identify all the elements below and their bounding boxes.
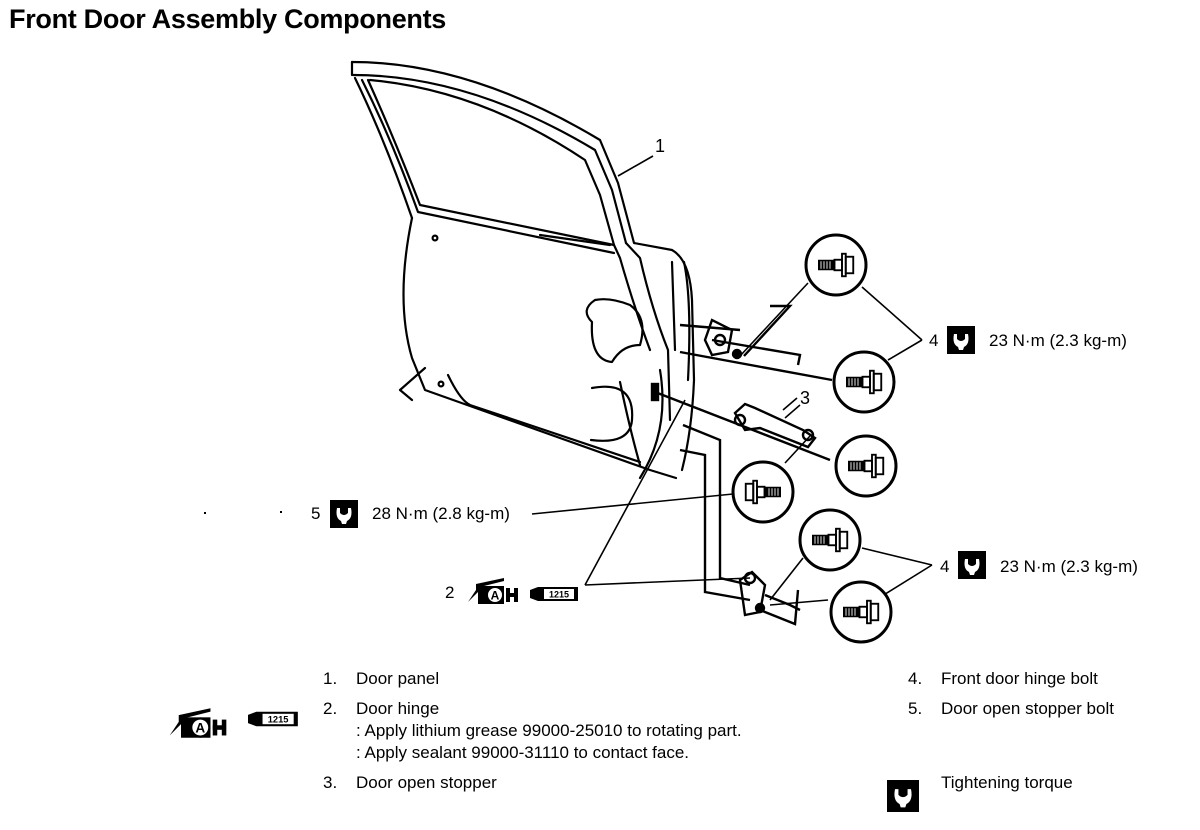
leader-2-lower-hinge bbox=[584, 577, 751, 586]
legend-number: 3. bbox=[323, 773, 338, 792]
wrench-torque-icon bbox=[958, 551, 986, 579]
callout-4-lower-number: 4 bbox=[940, 557, 950, 576]
legend-label: Door hinge bbox=[356, 699, 440, 718]
legend-item-2: 2. Door hinge bbox=[323, 699, 439, 719]
leader-4-upper-b bbox=[887, 339, 923, 361]
leader-2-upper-hinge bbox=[584, 399, 686, 586]
bolt-detail-upper-bottom bbox=[832, 350, 896, 414]
wrench-torque-icon bbox=[947, 326, 975, 354]
leader-stopper-bolt bbox=[784, 435, 811, 464]
legend-number: 2. bbox=[323, 699, 338, 718]
leader-4-upper-a bbox=[861, 286, 923, 341]
callout-5-torque: 28 N·m (2.8 kg-m) bbox=[372, 504, 510, 523]
leader-5 bbox=[531, 493, 734, 515]
wrench-torque-icon bbox=[330, 500, 358, 528]
callout-4-upper-torque: 23 N·m (2.3 kg-m) bbox=[989, 331, 1127, 350]
svg-text:1215: 1215 bbox=[549, 590, 569, 600]
leader-4-lower-a bbox=[861, 547, 933, 566]
leader-lower-bolt-top bbox=[769, 557, 804, 601]
legend-label: Door open stopper bolt bbox=[941, 699, 1114, 718]
callout-3: 3 bbox=[800, 388, 811, 408]
callout-1: 1 bbox=[655, 136, 666, 156]
legend-item-1: 1. Door panel bbox=[323, 669, 439, 689]
bolt-detail-upper-top bbox=[804, 233, 868, 297]
legend-torque-label: Tightening torque bbox=[941, 773, 1073, 792]
sealant-tube-icon: 1215 bbox=[248, 708, 302, 730]
legend-item-5: 5. Door open stopper bolt bbox=[908, 699, 1114, 719]
callout-4-upper-number: 4 bbox=[929, 331, 939, 350]
legend-item-4: 4. Front door hinge bolt bbox=[908, 669, 1098, 689]
grease-gun-A-icon: A bbox=[166, 706, 230, 740]
wrench-torque-icon bbox=[887, 780, 919, 812]
legend-note-sealant: : Apply sealant 99000-31110 to contact f… bbox=[356, 743, 689, 762]
callout-5-number: 5 bbox=[311, 504, 321, 523]
legend-label: Door panel bbox=[356, 669, 440, 688]
bolt-detail-stopper-right bbox=[834, 434, 898, 498]
callout-2-number: 2 bbox=[445, 583, 455, 602]
legend-item-3: 3. Door open stopper bbox=[323, 773, 497, 793]
bolt-detail-lower-top bbox=[798, 508, 862, 572]
door-panel bbox=[350, 60, 696, 480]
speck bbox=[204, 512, 206, 514]
speck bbox=[280, 511, 282, 513]
upper-door-hinge bbox=[679, 304, 833, 382]
leader-lines bbox=[531, 155, 933, 601]
legend-label: Door open stopper bbox=[356, 773, 497, 792]
legend-note-grease: : Apply lithium grease 99000-25010 to ro… bbox=[356, 721, 742, 740]
door-open-stopper bbox=[650, 382, 831, 462]
leader-upper-bolt-top bbox=[739, 282, 809, 357]
page-title: Front Door Assembly Components bbox=[9, 4, 447, 34]
svg-text:A: A bbox=[491, 589, 500, 603]
bolt-detail-lower-bottom bbox=[829, 580, 893, 644]
svg-text:1215: 1215 bbox=[268, 715, 289, 725]
legend-number: 4. bbox=[908, 669, 923, 688]
legend-label: Front door hinge bolt bbox=[941, 669, 1098, 688]
lower-door-hinge bbox=[679, 423, 829, 626]
leader-1 bbox=[617, 155, 654, 177]
legend-number: 5. bbox=[908, 699, 923, 718]
svg-text:A: A bbox=[195, 721, 205, 736]
grease-gun-A-icon: A bbox=[466, 576, 520, 606]
leader-4-lower-b bbox=[881, 564, 933, 597]
bolt-detail-stopper-left bbox=[731, 460, 795, 524]
leader-3 bbox=[782, 397, 798, 411]
sealant-tube-icon: 1215 bbox=[530, 584, 582, 604]
legend-number: 1. bbox=[323, 669, 338, 688]
callout-4-lower-torque: 23 N·m (2.3 kg-m) bbox=[1000, 557, 1138, 576]
